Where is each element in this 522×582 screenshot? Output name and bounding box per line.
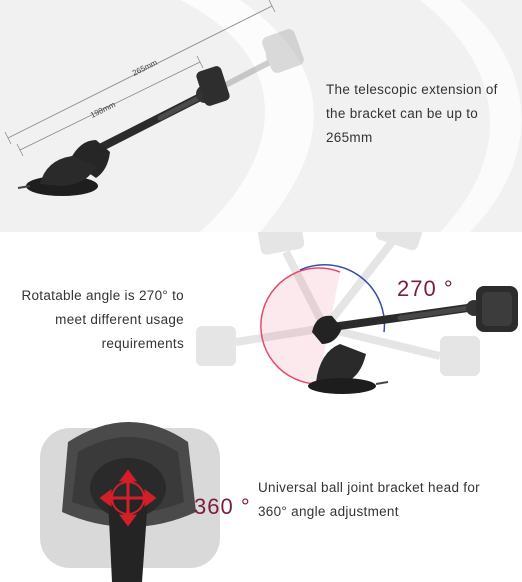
rotation-illustration: [196, 232, 518, 394]
suction-base: [308, 378, 376, 394]
extended-head-ghost: [210, 29, 304, 95]
rotation-arc-blue: [299, 264, 386, 333]
rotation-caption: Rotatable angle is 270° to meet differen…: [21, 284, 184, 356]
magnetic-head: [196, 66, 230, 106]
rotation-angle-label: 270 °: [397, 276, 454, 301]
dimension-265-line: [4, 0, 276, 145]
caption-line: 360° angle adjustment: [258, 504, 399, 519]
ghost-positions: [196, 232, 480, 376]
caption-line: 265mm: [326, 130, 373, 145]
base-body: [40, 156, 96, 186]
ball-joint-caption: Universal ball joint bracket head for 36…: [258, 476, 480, 524]
hinge-knob: [312, 315, 342, 344]
hinge-knob: [70, 140, 110, 178]
rotation-arc-pink: [260, 267, 341, 385]
ball-joint-angle-label: 360 °: [194, 494, 251, 519]
telescopic-caption: The telescopic extension of the bracket …: [326, 78, 498, 150]
background-swoosh: [420, 0, 522, 232]
release-tab: [375, 381, 389, 385]
release-tab: [17, 185, 31, 189]
caption-line: Universal ball joint bracket head for: [258, 480, 480, 495]
rotation-arrows: [99, 469, 157, 527]
background-swoosh: [180, 0, 314, 232]
magnetic-head-face: [482, 292, 512, 326]
dimension-265-label: 265mm: [131, 58, 159, 78]
dimension-198-line: [16, 55, 204, 157]
base-body: [316, 344, 366, 384]
telescopic-illustration: 265mm 198mm: [4, 0, 522, 232]
ball-joint-illustration: [40, 422, 220, 582]
dimension-198-label: 198mm: [89, 100, 117, 120]
caption-line: the bracket can be up to: [326, 106, 479, 121]
mount-stem: [108, 498, 148, 582]
caption-line: requirements: [101, 336, 184, 351]
caption-line: The telescopic extension of: [326, 82, 498, 97]
caption-line: Rotatable angle is 270° to: [21, 288, 184, 303]
telescopic-extension-panel: 265mm 198mm The telescopic extension of …: [0, 0, 522, 232]
caption-line: meet different usage: [55, 312, 184, 327]
ball-joint-panel: 360 ° Universal ball joint bracket head …: [0, 402, 522, 582]
rotation-angle-panel: 270 ° Rotatable angle is 270° to meet di…: [0, 232, 522, 402]
